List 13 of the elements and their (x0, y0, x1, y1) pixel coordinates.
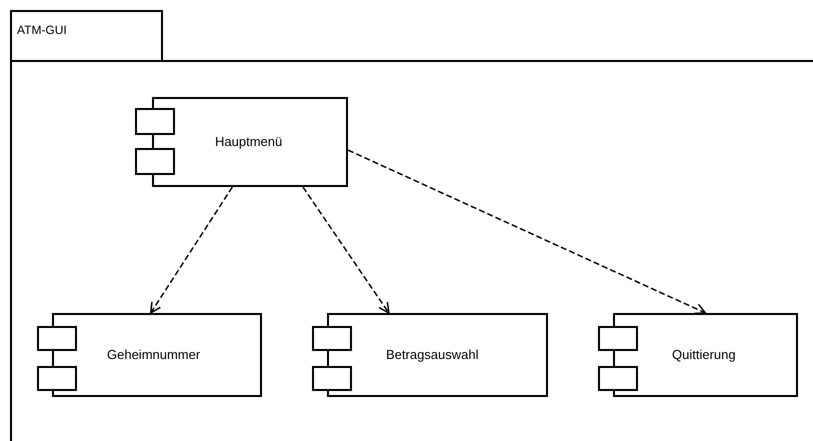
package-name: ATM-GUI (17, 22, 68, 39)
component-label: Hauptmenü (215, 133, 284, 152)
package-frame (10, 10, 813, 441)
component-box (37, 313, 262, 397)
component-box (135, 97, 348, 187)
dependency-arrow (302, 186, 390, 314)
component-label: Quittierung (672, 346, 737, 364)
component-label: Geheimnummer (107, 346, 202, 364)
dependency-arrow (150, 186, 233, 314)
component-box (312, 313, 548, 397)
component-box (598, 313, 798, 397)
component-label: Betragsauswahl (386, 346, 480, 364)
dependency-arrow (348, 149, 706, 314)
